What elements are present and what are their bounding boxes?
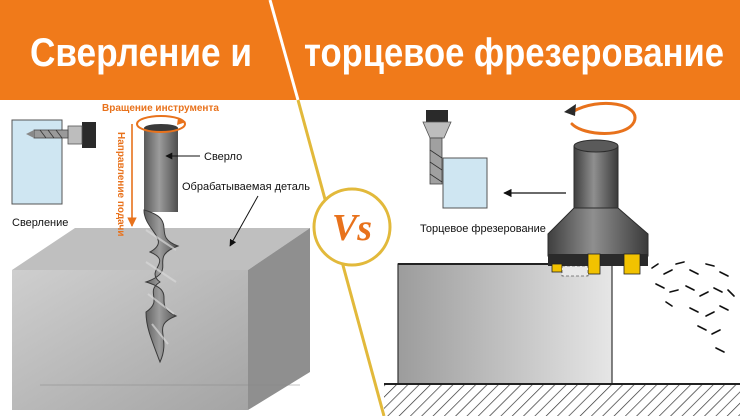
cutter-insert [587,253,601,275]
banner-title-right: торцевое фрезерование [304,31,724,75]
milling-block [397,263,613,385]
cutter-insert [623,253,641,275]
cutter-shank [573,145,619,209]
milling-workpiece [397,263,613,385]
drill-shank [144,128,178,212]
flying-chips [651,261,735,353]
title-banner: Сверление и торцевое фрезерование [0,0,740,100]
workpiece-block [12,228,310,410]
mill-rotation-arrow-icon [564,101,637,135]
drilling-inset: Сверление [11,119,96,229]
inset-drill-bit-icon [26,129,69,139]
banner-title-left: Сверление и [30,31,252,75]
inset-workpiece [442,157,488,209]
inset-holder [422,121,452,139]
inset-end-mill-icon [429,137,443,185]
inset-chuck [82,122,96,148]
cutter-body [547,207,649,257]
cut-chips [561,265,589,277]
vs-badge: Vs [312,187,392,267]
inset-collet [67,125,83,145]
face-mill-cutter [547,139,649,277]
banner-background [0,0,740,100]
drilling-section: Сверление Вращение инструмента Направлен… [11,103,310,410]
vs-label: Vs [332,207,372,249]
inset-label-drilling: Сверление [12,217,68,229]
inset-label-milling: Торцевое фрезерование [420,223,546,235]
inset-spindle [426,110,448,122]
drill-top [144,124,178,132]
drill-label: Сверло [204,151,242,163]
rotation-label: Вращение инструмента [102,103,219,114]
ground-hatching [384,383,740,416]
cutter-insert [551,263,563,273]
milling-section: Торцевое фрезерование [384,101,740,416]
feed-label: Направление подачи [115,132,126,236]
banner-divider [268,0,300,101]
workpiece-leader [229,195,259,247]
rotation-arrow-icon [136,115,186,133]
workpiece-label: Обрабатываемая деталь [182,181,310,193]
workpiece-front [12,270,248,410]
milling-inset: Торцевое фрезерование [420,110,546,235]
workpiece-side [248,228,310,410]
drill-bit [143,124,180,364]
